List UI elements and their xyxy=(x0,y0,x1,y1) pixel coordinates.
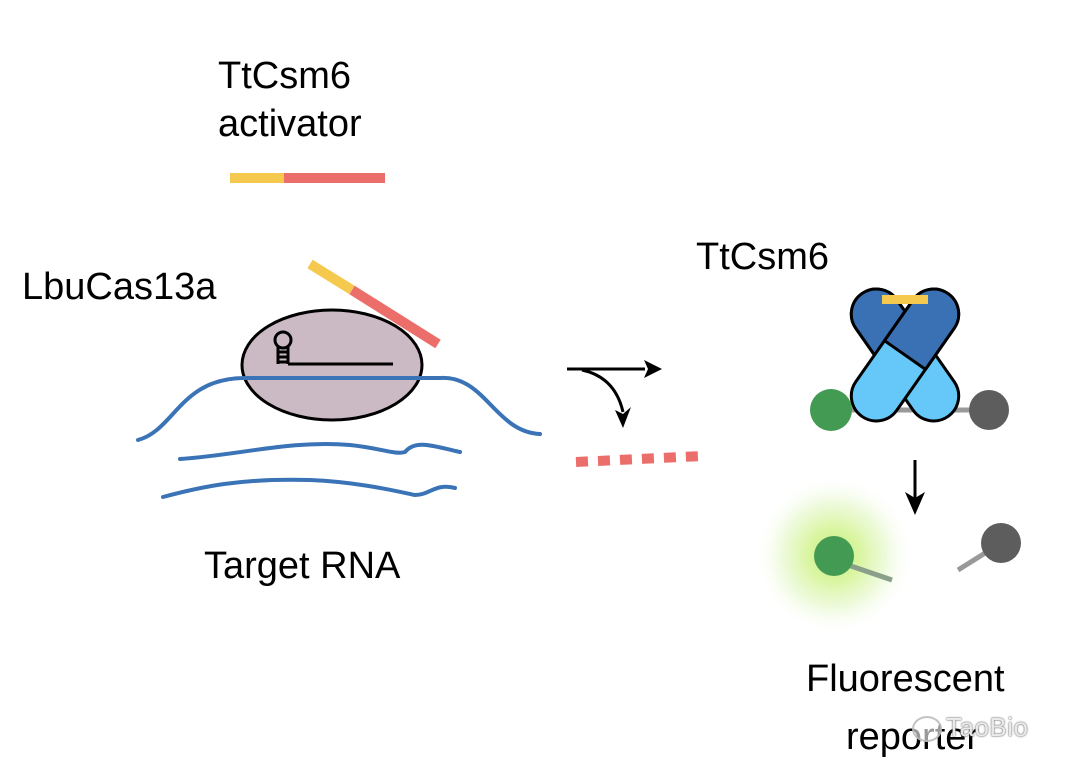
rna-strand-1 xyxy=(136,375,542,442)
ttcsm6-dimer xyxy=(849,287,961,423)
bound-activator xyxy=(307,259,441,349)
activator-title-line2: activator xyxy=(218,103,362,145)
reporter-label: Fluorescent reporter xyxy=(806,650,1005,766)
target-rna-label: Target RNA xyxy=(204,545,401,587)
wechat-logo-icon xyxy=(912,716,942,743)
fluorophore-released xyxy=(814,536,854,576)
fluorophore-intact xyxy=(810,389,852,431)
activator-title: TtCsm6 activator xyxy=(218,52,362,148)
reporter-label-line1: Fluorescent xyxy=(806,658,1005,700)
bound-activator-red-segment xyxy=(349,285,441,349)
bound-activator-yellow-segment xyxy=(307,259,355,295)
activator-title-line1: TtCsm6 xyxy=(218,55,351,97)
rna-strand-2 xyxy=(178,441,462,461)
down-arrow-icon xyxy=(905,460,925,515)
crrna-hairpin-icon xyxy=(273,330,393,366)
split-arrow-icon xyxy=(567,360,662,428)
bound-cyclic-oligoadenylate xyxy=(882,295,928,304)
watermark-text: TaoBio xyxy=(946,712,1029,742)
rna-strand-3 xyxy=(161,477,457,499)
cleaved-activator-dashes xyxy=(575,451,703,467)
quencher-released xyxy=(981,523,1021,563)
watermark: TaoBio xyxy=(912,712,1029,743)
lbucas13a-complex xyxy=(240,308,424,422)
csm6-monomer-a xyxy=(849,287,961,423)
ttcsm6-label: TtCsm6 xyxy=(696,236,829,278)
cleaved-activator xyxy=(575,451,703,467)
lbucas13a-label: LbuCas13a xyxy=(22,266,217,308)
quencher-intact xyxy=(969,390,1009,430)
cleaved-linker-fluorophore xyxy=(847,562,893,583)
target-rna-strands xyxy=(136,375,542,499)
